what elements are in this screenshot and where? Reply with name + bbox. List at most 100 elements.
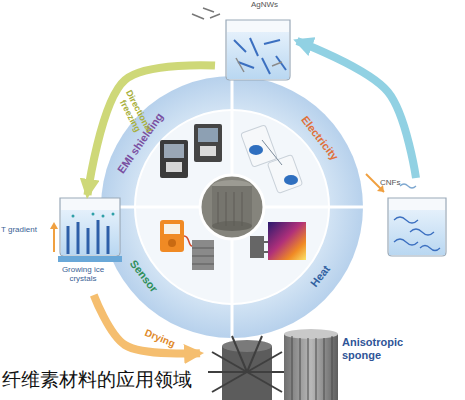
sponge-photos-part	[247, 372, 282, 392]
freezing-beaker-part	[87, 228, 90, 254]
freezing-beaker-part	[50, 222, 58, 229]
agnw-beaker-part	[226, 20, 290, 80]
agnw-beaker-part	[192, 14, 204, 19]
sponge-node: Anisotropic sponge	[200, 322, 440, 400]
sponge-photos-part	[316, 338, 317, 400]
central-sponge-photo-part	[212, 186, 252, 226]
agnw-beaker	[192, 8, 290, 80]
node-title: AgNWs	[251, 0, 297, 9]
emi-devices-part	[198, 128, 218, 142]
sponge-photos-part	[308, 338, 309, 400]
freezing-beaker-part	[107, 226, 110, 254]
cnf-beaker-part	[400, 184, 416, 188]
sensor-devices-part	[192, 256, 214, 257]
central-sponge-photo-part	[218, 192, 219, 224]
beaker-node: CNFs	[380, 178, 452, 258]
sponge-photos-part	[247, 371, 284, 373]
emi-devices-part	[160, 140, 188, 178]
process-arrow	[88, 65, 216, 195]
electricity-circuits-part	[284, 175, 298, 185]
sensor-devices-part	[160, 220, 184, 252]
agnw-beaker-part	[272, 62, 282, 66]
freezing-beaker-part	[53, 226, 55, 252]
electricity-circuits-part	[249, 145, 263, 155]
sponge-photos-part	[284, 334, 338, 400]
electricity-circuits-part	[241, 125, 278, 168]
node-title: Anisotropic sponge	[342, 336, 428, 361]
process-arrow	[94, 295, 200, 354]
sensor-devices-part	[168, 239, 176, 247]
sponge-photos	[208, 329, 338, 400]
cnf-beaker-part	[410, 229, 434, 235]
application-wheel-part	[101, 76, 363, 338]
heat-thermal-image	[250, 222, 306, 260]
sensor-devices-part	[184, 236, 192, 246]
sponge-photos-part	[212, 372, 247, 392]
sponge-photos-part	[300, 338, 301, 400]
step-label: Directional freezing	[112, 84, 157, 144]
electricity-circuits-part	[267, 155, 302, 194]
connector-group	[88, 41, 417, 354]
heat-thermal-image-part	[250, 236, 264, 258]
freezing-beaker-part	[77, 222, 80, 254]
heat-thermal-image-part	[264, 251, 268, 253]
freezing-beaker	[50, 198, 122, 262]
freezing-beaker-part	[102, 215, 105, 218]
agnw-beaker-part	[234, 40, 246, 52]
sponge-photos-part	[324, 338, 325, 400]
agnw-beaker-part	[236, 58, 244, 72]
emi-devices-part	[194, 124, 222, 162]
sponge-photos-part	[247, 352, 282, 372]
application-wheel	[101, 76, 363, 338]
beaker-node: T gradientGrowing ice crystals	[0, 195, 125, 295]
freezing-beaker-part	[67, 226, 70, 254]
cnf-beaker-part	[420, 246, 440, 251]
node-title: T gradient	[1, 225, 49, 234]
emi-devices-part	[200, 146, 216, 156]
cnf-beaker-part	[394, 217, 418, 223]
sponge-photos-part	[208, 371, 247, 373]
sponge-photos-part	[222, 340, 272, 352]
sensor-devices-part	[192, 248, 214, 249]
sector-label: Electricity	[299, 114, 341, 163]
step-label: Drying	[135, 324, 185, 353]
freezing-beaker-part	[72, 215, 75, 218]
cnf-beaker-part	[389, 210, 445, 255]
freezing-beaker-part	[60, 198, 120, 256]
node-note: Growing ice crystals	[52, 265, 114, 283]
sector-label: Heat	[308, 263, 332, 289]
agnw-beaker-part	[227, 32, 289, 79]
beaker-node: AgNWs	[215, 0, 297, 82]
cnf-beaker	[366, 174, 446, 256]
sponge-photos-part	[232, 336, 247, 372]
freezing-beaker-part	[61, 210, 119, 255]
central-sponge-photo-part	[226, 192, 227, 226]
cnf-beaker-part	[388, 198, 446, 256]
emi-devices-part	[164, 144, 184, 158]
heat-thermal-image-part	[268, 222, 306, 260]
sensor-devices-part	[192, 264, 214, 265]
figure-caption: 纤维素材料的应用领域	[2, 367, 192, 393]
node-title: CNFs	[380, 178, 420, 187]
sector-label: Sensor	[128, 258, 160, 295]
agnw-beaker-part	[203, 8, 214, 12]
agnw-beaker-part	[250, 38, 258, 56]
central-sponge-photo	[200, 175, 264, 239]
sensor-devices-part	[192, 240, 214, 270]
freezing-beaker-part	[112, 213, 115, 216]
sensor-devices-part	[164, 224, 180, 234]
sponge-photos-part	[332, 336, 333, 400]
agnw-beaker-part	[210, 14, 220, 18]
heat-thermal-image-part	[264, 241, 268, 243]
process-arrow	[297, 41, 416, 178]
electricity-circuits-part	[262, 140, 282, 165]
agnw-beaker-part	[262, 58, 270, 74]
central-sponge-photo-part	[234, 192, 235, 226]
freezing-beaker-part	[58, 256, 122, 262]
emi-devices-part	[166, 162, 182, 172]
sponge-photos-part	[247, 336, 262, 372]
central-sponge-photo-part	[200, 175, 264, 239]
agnw-beaker-part	[264, 40, 280, 44]
